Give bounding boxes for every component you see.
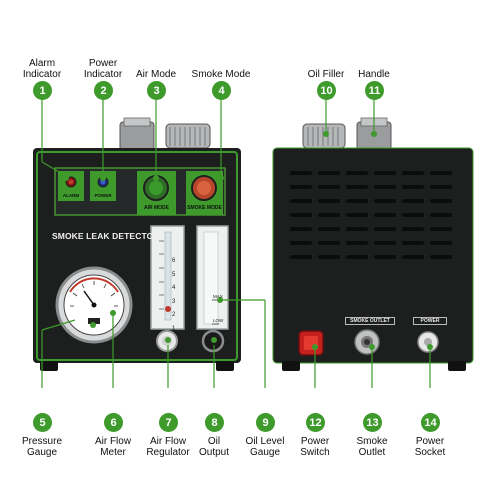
front-oil-filler-cap (165, 123, 211, 149)
callout-badge-12: 12 (306, 413, 325, 432)
oil-gauge-max-label: MAX (213, 294, 223, 299)
flow-scale-tick: 3 (172, 298, 176, 305)
power-panel-label: POWER (94, 193, 112, 198)
callout-badge-3: 3 (147, 81, 166, 100)
callout-badge-1: 1 (33, 81, 52, 100)
smoke-outlet-panel-label: SMOKE OUTLET (345, 317, 395, 325)
flow-scale-tick: 2 (172, 312, 176, 318)
front-green-frame (36, 151, 238, 361)
callout-badge-10: 10 (317, 81, 336, 100)
flow-unit-label: L/MIN (145, 296, 151, 310)
callout-label-air-flow-meter: Air Flow Meter (94, 436, 132, 458)
callout-label-air-mode: Air Mode (135, 69, 176, 80)
flow-scale-tick: 1 (172, 325, 176, 332)
callout-label-oil-filler: Oil Filler (307, 69, 345, 80)
flow-float-ball (165, 306, 171, 312)
callout-label-power-indicator: Power Indicator (83, 58, 123, 80)
pressure-gauge (55, 266, 133, 344)
callout-badge-2: 2 (94, 81, 113, 100)
callout-badge-5: 5 (33, 413, 52, 432)
leader-lines (41, 99, 431, 388)
front-unit (33, 117, 241, 371)
callout-label-power-switch: Power Switch (300, 436, 330, 458)
callout-label-power-socket: Power Socket (414, 436, 446, 458)
callout-badge-14: 14 (421, 413, 440, 432)
callout-label-alarm-indicator: Alarm Indicator (22, 58, 62, 80)
callout-badge-11: 11 (365, 81, 384, 100)
flow-scale-tick: 6 (172, 258, 176, 264)
callout-badge-9: 9 (256, 413, 275, 432)
callout-badge-8: 8 (205, 413, 224, 432)
flow-scale: 6 5 4 3 2 1 (172, 255, 182, 336)
flow-scale-tick: 4 (172, 285, 176, 291)
callout-label-air-flow-regulator: Air Flow Regulator (146, 436, 190, 458)
power-socket-panel-label: POWER (413, 317, 447, 325)
alarm-panel-label: ALARM (62, 193, 80, 198)
leader-dots (63, 131, 433, 350)
callout-label-oil-output: Oil Output (198, 436, 230, 458)
callout-label-pressure-gauge: Pressure Gauge (21, 436, 62, 458)
callout-badge-6: 6 (104, 413, 123, 432)
callout-label-handle: Handle (358, 69, 390, 80)
flow-scale-tick: 5 (172, 271, 176, 278)
vent-slots (290, 171, 452, 259)
smoke-mode-panel-label: SMOKE MODE (187, 205, 222, 211)
callout-badge-4: 4 (212, 81, 231, 100)
oil-gauge-min-label: LOW (213, 318, 224, 323)
callout-label-oil-level-gauge: Oil Level Gauge (245, 436, 285, 458)
air-mode-panel-label: AIR MODE (144, 205, 169, 211)
callout-label-smoke-outlet: Smoke Outlet (356, 436, 388, 458)
callout-label-smoke-mode: Smoke Mode (191, 69, 251, 80)
front-panel-title: SMOKE LEAK DETECTOR (52, 231, 160, 241)
back-unit (272, 117, 474, 371)
callout-badge-13: 13 (363, 413, 382, 432)
callout-badge-7: 7 (159, 413, 178, 432)
